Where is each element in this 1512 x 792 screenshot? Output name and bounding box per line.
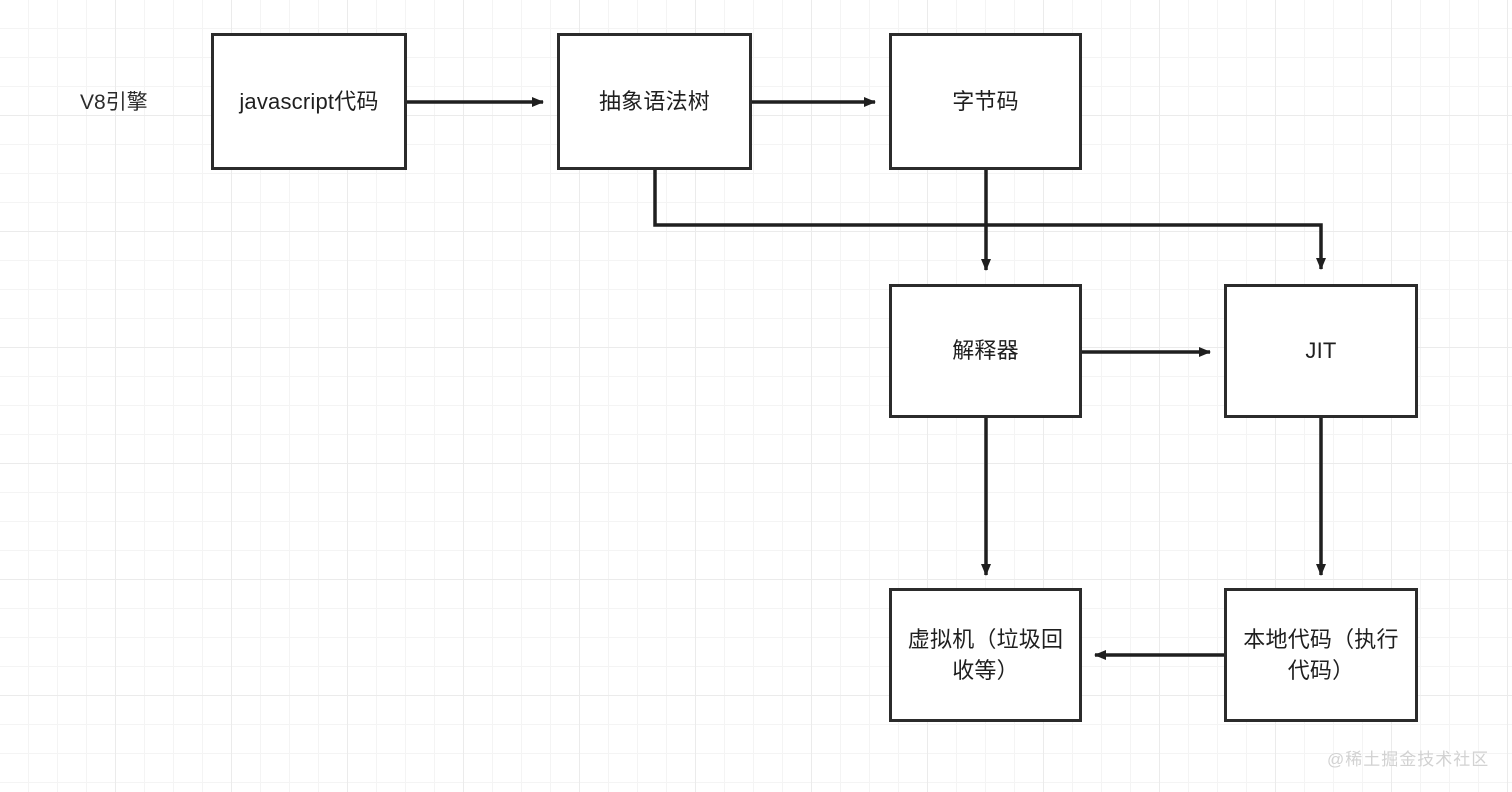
node-virtual-machine-label: 虚拟机（垃圾回收等） [907,626,1064,683]
node-bytecode[interactable]: 字节码 [889,33,1082,170]
node-abstract-syntax-tree[interactable]: 抽象语法树 [557,33,752,170]
diagram-title-label: V8引擎 [80,89,148,116]
node-native-code-label: 本地代码（执行代码） [1243,626,1399,683]
node-native-code[interactable]: 本地代码（执行代码） [1224,588,1418,722]
node-bytecode-label: 字节码 [952,88,1019,114]
watermark-text: @稀土掘金技术社区 [1327,750,1490,769]
watermark: @稀土掘金技术社区 [1327,745,1489,770]
node-jit-label: JIT [1305,338,1337,364]
edge-ast-to-jit [653,170,1326,270]
node-jit[interactable]: JIT [1224,284,1418,418]
node-interpreter-label: 解释器 [952,338,1019,364]
diagram-title-text: V8引擎 [80,91,148,114]
node-virtual-machine[interactable]: 虚拟机（垃圾回收等） [889,588,1082,722]
node-abstract-syntax-tree-label: 抽象语法树 [598,88,710,114]
node-interpreter[interactable]: 解释器 [889,284,1082,418]
node-javascript-code-label: javascript代码 [239,88,379,114]
node-javascript-code[interactable]: javascript代码 [211,33,407,170]
